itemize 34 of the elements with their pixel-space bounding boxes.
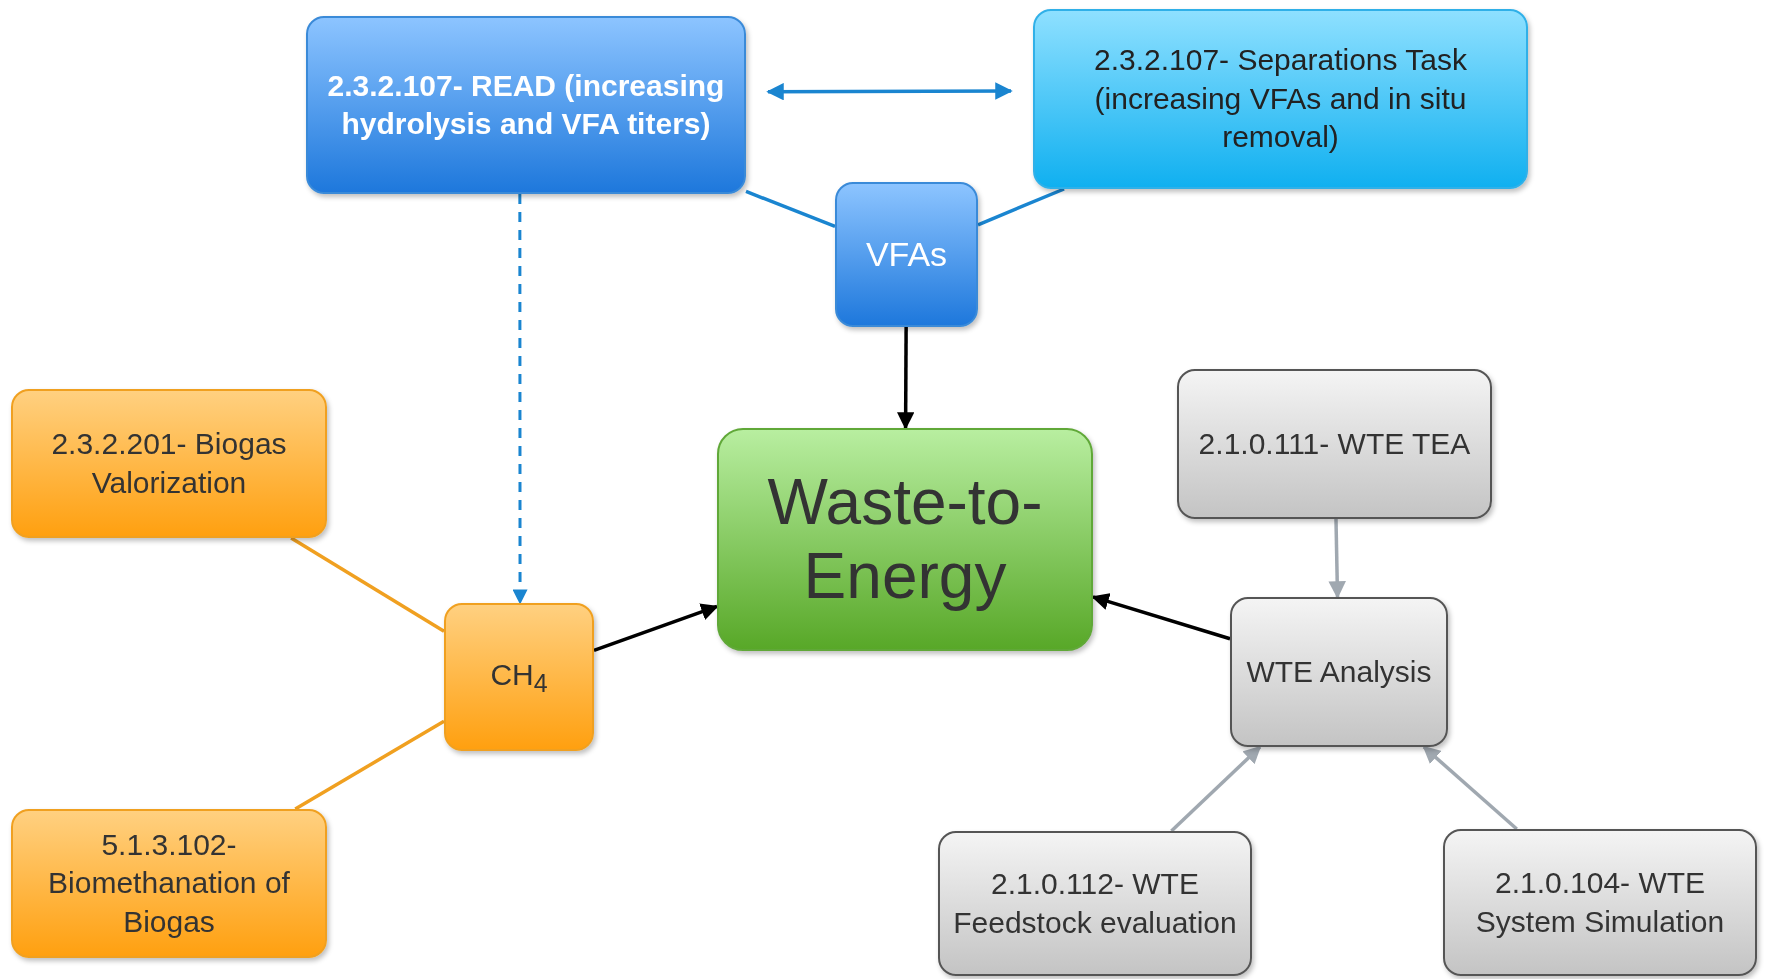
process-box: [11, 809, 327, 958]
node-label: CH$_{4}$: [489, 656, 549, 699]
node-label: 2.3.2.107- READ (increasing hydrolysis and VFA titers): [326, 67, 726, 142]
arrow: [766, 82, 1013, 101]
process-box: [1443, 829, 1757, 976]
process-box: [1230, 597, 1448, 747]
node-label: WTE Analysis: [1245, 653, 1433, 690]
node-label: Waste-to-Energy: [766, 465, 1044, 614]
node-label: 2.3.2.107- Separations Task (increasing VFAs and in situ removal): [1093, 42, 1468, 156]
arrow: [1091, 593, 1231, 641]
node-label: 2.3.2.201- Biogas Valorization: [50, 426, 288, 501]
process-box: [1033, 9, 1528, 189]
arrow: [593, 603, 719, 652]
node-label: VFAs: [864, 233, 949, 275]
process-box: [306, 16, 746, 194]
process-box: [835, 182, 978, 327]
connector-line: [294, 719, 445, 811]
connector-line: [977, 187, 1065, 227]
arrow: [512, 194, 528, 605]
node-label: 2.1.0.112- WTE Feedstock evaluation: [952, 866, 1238, 941]
process-box: [938, 831, 1252, 976]
central-box: [717, 428, 1093, 651]
node-label: 2.1.0.104- WTE System Simulation: [1474, 865, 1726, 940]
arrow: [1422, 745, 1518, 831]
arrow: [896, 327, 915, 430]
process-box: [1177, 369, 1492, 519]
process-box: [11, 389, 327, 538]
arrow: [1170, 745, 1262, 833]
node-label: 5.1.3.102- Biomethanation of Biogas: [47, 826, 291, 940]
node-label: 2.1.0.111- WTE TEA: [1197, 425, 1472, 462]
arrow: [1328, 518, 1346, 599]
connector-line: [745, 189, 836, 229]
connector-line: [290, 536, 445, 633]
process-box: [444, 603, 594, 751]
